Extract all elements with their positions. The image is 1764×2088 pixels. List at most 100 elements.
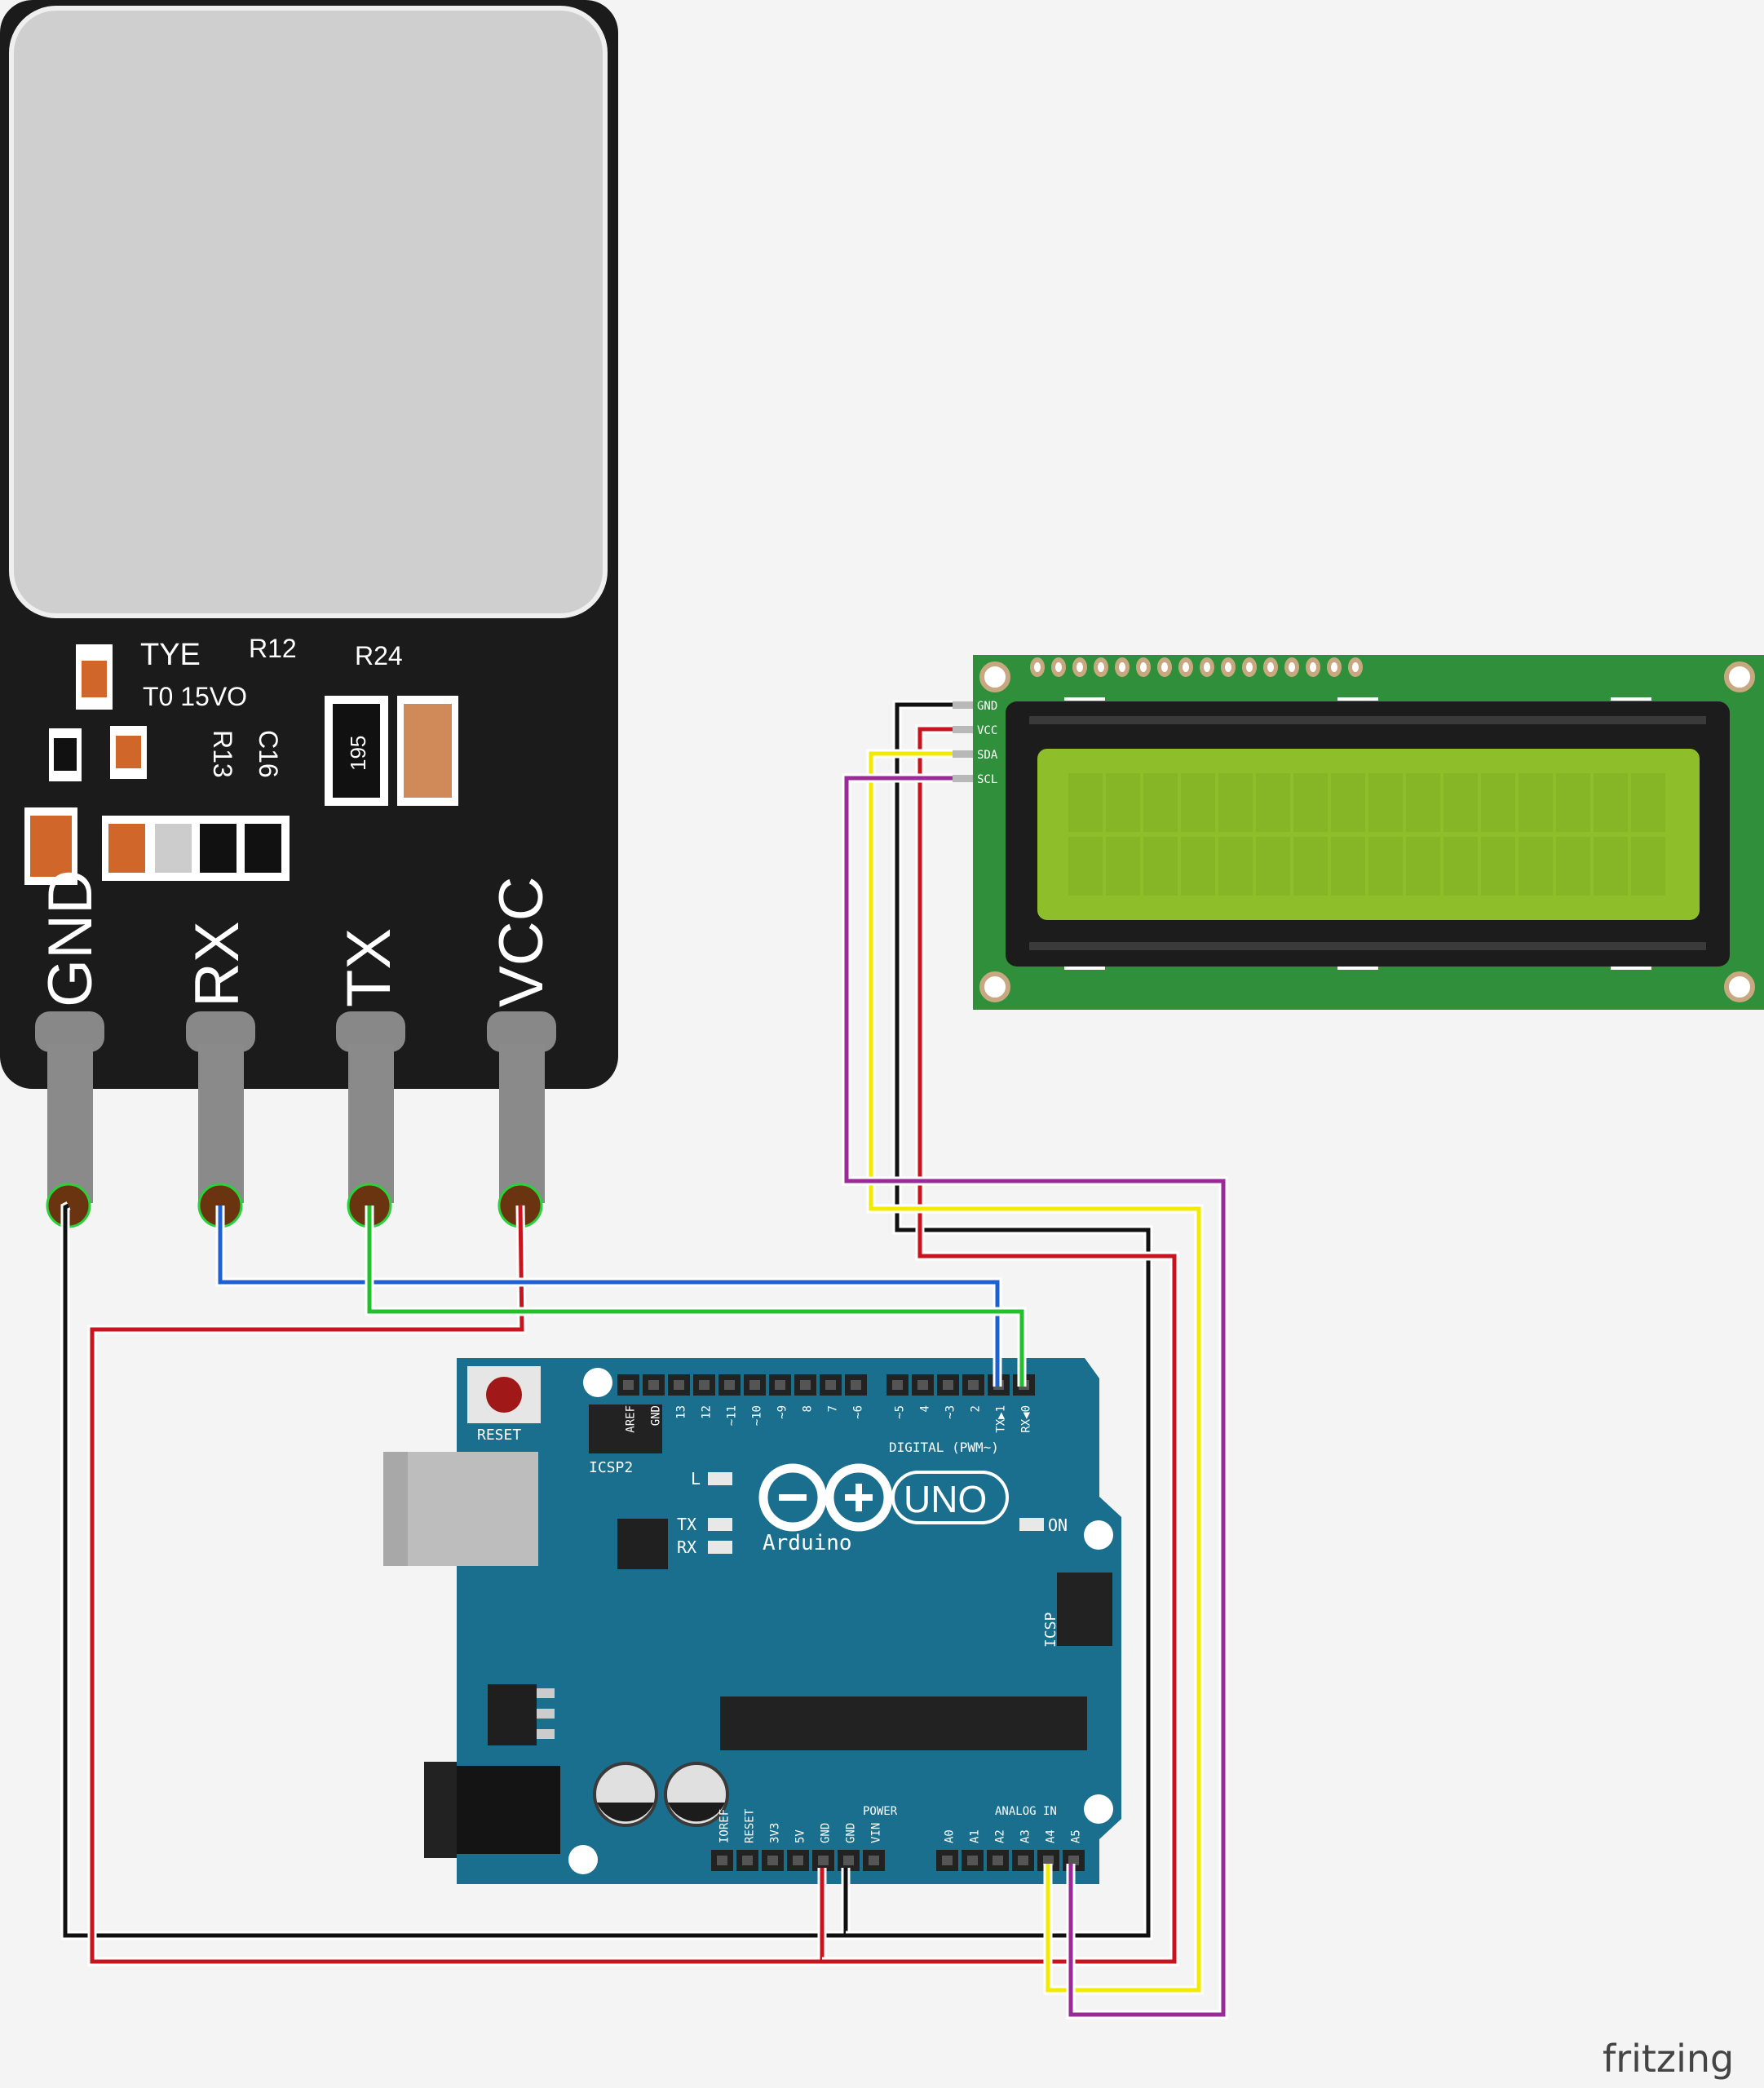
- lcd-char-cell: [1368, 773, 1403, 832]
- sensor-text-c16: C16: [254, 730, 283, 778]
- header-pin-label: ~6: [852, 1405, 865, 1419]
- led-on: [1019, 1518, 1044, 1531]
- wire-lcd-vcc[interactable]: [822, 727, 1177, 1964]
- lcd-char-cell: [1519, 773, 1553, 832]
- lcd-char-cell: [1556, 837, 1590, 896]
- header-pin-label: GND: [650, 1405, 663, 1426]
- wire-lcd-gnd[interactable]: [846, 702, 1151, 1938]
- label-led-tx: TX: [677, 1515, 696, 1534]
- lcd-char-cell: [1481, 837, 1515, 896]
- label-arduino-brand: Arduino: [763, 1531, 852, 1555]
- sensor-text-r24: R24: [355, 641, 403, 670]
- lcd-pin-gnd: GND: [977, 700, 997, 713]
- header-pin-label: ~10: [751, 1405, 764, 1426]
- lcd-char-cell: [1293, 837, 1328, 896]
- lcd-char-cell: [1181, 837, 1215, 896]
- lcd-char-cell: [1443, 837, 1478, 896]
- label-analog: ANALOG IN: [995, 1805, 1057, 1818]
- header-pin-label: 2: [970, 1405, 983, 1412]
- voltage-regulator: [488, 1684, 537, 1745]
- pin-label-tx: TX: [334, 928, 404, 1007]
- icsp2-header: [589, 1405, 662, 1453]
- reset-button-cap: [486, 1377, 522, 1413]
- usb-chip: [617, 1519, 668, 1569]
- usb-connector: [383, 1452, 538, 1566]
- wire-lcd-scl[interactable]: [844, 776, 1226, 2017]
- header-pin-label: 7: [827, 1405, 840, 1412]
- lcd-char-cell: [1143, 773, 1178, 832]
- header-pin-label: 3V3: [769, 1823, 782, 1843]
- lcd-char-cell: [1481, 773, 1515, 832]
- wire-gnd-sensor[interactable]: [63, 1203, 848, 1938]
- pin-vcc: [487, 1011, 556, 1052]
- arduino-uno-board: RESET ICSP2 L TX RX ON: [383, 1358, 1121, 1884]
- arduino-pcb: [457, 1358, 1121, 1884]
- header-pin-label: IOREF: [718, 1809, 732, 1843]
- lcd-char-cell: [1106, 773, 1140, 832]
- label-on: ON: [1048, 1515, 1068, 1535]
- label-power: POWER: [863, 1805, 898, 1818]
- sensor-window: [9, 6, 608, 618]
- header-pin-label: ~9: [776, 1405, 789, 1419]
- lcd-char-cell: [1256, 837, 1290, 896]
- led-tx: [708, 1518, 732, 1531]
- lcd-character-grid: [1068, 773, 1665, 896]
- pin-rx: [186, 1011, 255, 1052]
- lcd-char-cell: [1594, 773, 1628, 832]
- pin-label-gnd: GND: [36, 869, 105, 1007]
- led-l: [708, 1472, 732, 1485]
- fingerprint-sensor-module: TYE T0 15VO R12 R24 R13 C16 195 GND RX T…: [0, 0, 618, 1228]
- header-pin-label: A3: [1019, 1829, 1032, 1843]
- header-pin-label: 13: [675, 1405, 688, 1419]
- wire-rx-sensor[interactable]: [218, 1205, 1000, 1387]
- lcd-top-pins: [1030, 657, 1363, 677]
- sensor-text-r13: R13: [208, 730, 237, 778]
- header-pin-label: 12: [701, 1405, 714, 1419]
- lcd-char-cell: [1068, 837, 1103, 896]
- lcd-char-cell: [1218, 773, 1253, 832]
- label-uno: UNO: [904, 1478, 987, 1520]
- lcd-pin-vcc: VCC: [977, 724, 997, 737]
- label-led-rx: RX: [677, 1537, 696, 1557]
- sensor-text-tye: TYE: [140, 638, 201, 672]
- led-rx: [708, 1541, 732, 1554]
- microcontroller-chip: [720, 1696, 1087, 1750]
- header-pin-label: ~5: [894, 1405, 907, 1419]
- wires: [60, 700, 1228, 2019]
- pin-label-rx: RX: [183, 921, 252, 1007]
- lcd-pin-sda: SDA: [977, 749, 998, 762]
- label-icsp: ICSP: [1042, 1612, 1059, 1648]
- wire-lcd-sda[interactable]: [869, 751, 1201, 1993]
- lcd-hole-tl: [979, 661, 1010, 692]
- header-pin-label: AREF: [625, 1405, 638, 1433]
- icsp-header: [1057, 1573, 1112, 1646]
- lcd-char-cell: [1068, 773, 1103, 832]
- lcd-char-cell: [1443, 773, 1478, 832]
- header-pin-label: A0: [944, 1829, 957, 1843]
- lcd-char-cell: [1406, 837, 1440, 896]
- lcd-hole-br: [1724, 971, 1755, 1002]
- lcd-char-cell: [1331, 837, 1365, 896]
- lcd-i2c-pins: GND VCC SDA SCL: [953, 700, 998, 786]
- sensor-text-r12: R12: [249, 634, 297, 663]
- sensor-text-195: 195: [346, 736, 370, 771]
- header-pin-label: ~3: [944, 1405, 957, 1419]
- lcd-char-cell: [1218, 837, 1253, 896]
- lcd-char-cell: [1143, 837, 1178, 896]
- lcd-char-cell: [1181, 773, 1215, 832]
- header-pin-label: ~11: [726, 1405, 739, 1426]
- header-pin-label: TX▶1: [995, 1405, 1008, 1433]
- header-pin-label: 8: [802, 1405, 815, 1412]
- lcd-char-cell: [1106, 837, 1140, 896]
- lcd-i2c-module: GND VCC SDA SCL: [953, 655, 1764, 1010]
- lcd-hole-bl: [979, 971, 1010, 1002]
- label-led-l: L: [691, 1469, 701, 1489]
- wire-tx-sensor[interactable]: [367, 1205, 1024, 1387]
- label-reset: RESET: [477, 1427, 521, 1444]
- lcd-char-cell: [1519, 837, 1553, 896]
- header-pin-label: VIN: [870, 1823, 883, 1843]
- label-icsp2: ICSP2: [589, 1459, 633, 1476]
- lcd-hole-tr: [1724, 661, 1755, 692]
